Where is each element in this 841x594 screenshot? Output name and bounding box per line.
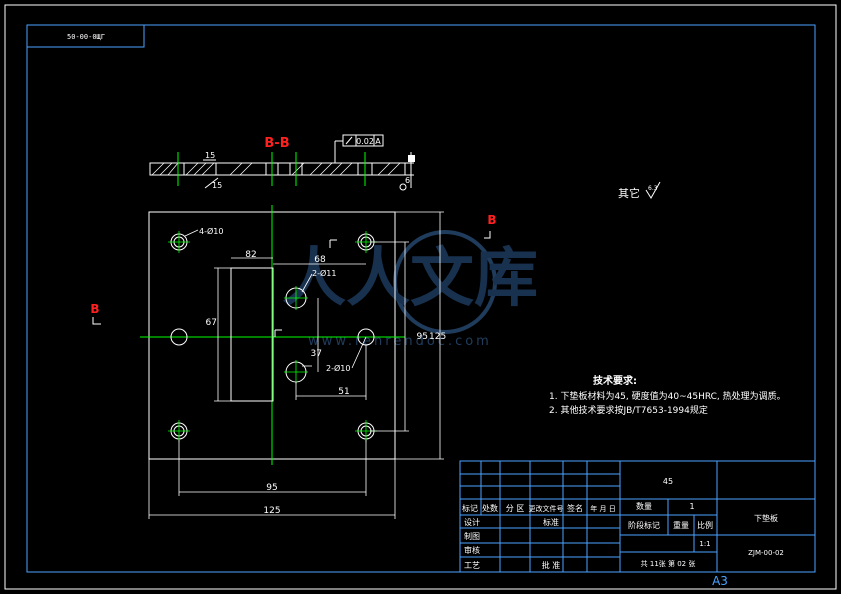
tb-date: 年 月 日	[590, 504, 615, 513]
tb-check: 审核	[464, 545, 480, 555]
tb-sign: 签名	[567, 503, 583, 513]
section-mark-left: B	[90, 302, 99, 316]
section-view: 0.02 A 6 15 15 B-B	[149, 134, 415, 191]
dim-top-15: 15	[205, 151, 215, 160]
tb-drawing-no: ZJM-00-02	[748, 549, 784, 557]
title-block-text: 45 下垫板 ZJM-00-02 数量 1 阶段标记 重量 比例 1:1 共 1…	[462, 477, 784, 570]
other-roughness-value: 6.3	[648, 185, 658, 192]
requirements-line-2: 2. 其他技术要求按JB/T7653-1994规定	[549, 404, 708, 416]
dim-125-horizontal: 125	[263, 506, 280, 516]
tb-draw: 制图	[464, 531, 480, 541]
holes-2b-label: 2-Ø10	[326, 363, 350, 373]
tb-design: 设计	[464, 517, 480, 527]
tb-part-name: 下垫板	[754, 513, 778, 523]
dim-82: 82	[245, 250, 256, 260]
other-roughness: 其它	[618, 186, 640, 200]
dim-125-vertical: 125	[429, 332, 446, 342]
tb-material: 45	[663, 477, 673, 486]
code-box-text: 50-00-0ЩГ	[67, 33, 105, 41]
tb-qty-label: 数量	[636, 501, 652, 511]
holes-2a-label: 2-Ø11	[312, 268, 336, 278]
requirements-title: 技术要求:	[593, 374, 637, 387]
dim-6: 6	[405, 176, 410, 185]
plan-view: 82 68 67 37 51 95 125 95 125 4-Ø10 2-Ø11…	[90, 205, 497, 519]
dim-thickness: 15	[212, 181, 222, 190]
sheet-size: A3	[712, 574, 728, 588]
holes-4-label: 4-Ø10	[199, 226, 223, 236]
tb-stage-label: 阶段标记	[628, 520, 660, 530]
dim-68: 68	[314, 255, 326, 265]
tb-standard: 标准	[543, 517, 559, 527]
dim-67: 67	[206, 318, 217, 328]
requirements-line-1: 1. 下垫板材料为45, 硬度值为40~45HRC, 热处理为调质。	[549, 390, 786, 402]
tb-scale-value: 1:1	[699, 540, 710, 548]
tb-zone: 分 区	[506, 504, 525, 513]
section-label: B-B	[264, 136, 289, 151]
tb-scale-label: 比例	[697, 520, 713, 530]
tb-weight-label: 重量	[673, 520, 689, 530]
dim-95-horizontal: 95	[266, 483, 277, 493]
inner-border	[26, 24, 816, 573]
watermark-url: www.renrendoc.com	[308, 334, 492, 349]
tb-doc: 更改文件号	[529, 504, 564, 513]
tb-qty-value: 1	[689, 502, 694, 511]
dim-37: 37	[311, 349, 322, 359]
dim-51: 51	[338, 387, 349, 397]
code-box	[26, 24, 145, 48]
tb-sheets: 共 11张 第 02 张	[641, 559, 696, 568]
tb-mark: 标记	[462, 503, 478, 513]
dim-95-vertical: 95	[417, 332, 428, 342]
flatness-datum: A	[375, 137, 381, 146]
outer-border	[4, 4, 837, 590]
tb-count: 处数	[482, 503, 498, 513]
tb-approve: 批 准	[542, 560, 561, 570]
tb-process: 工艺	[464, 561, 480, 570]
watermark-text: 人人文库	[282, 242, 538, 316]
flatness-value: 0.02	[356, 137, 374, 146]
title-block	[459, 460, 816, 573]
watermark: 人人文库 www.renrendoc.com	[282, 230, 538, 349]
section-mark-right: B	[487, 213, 496, 227]
